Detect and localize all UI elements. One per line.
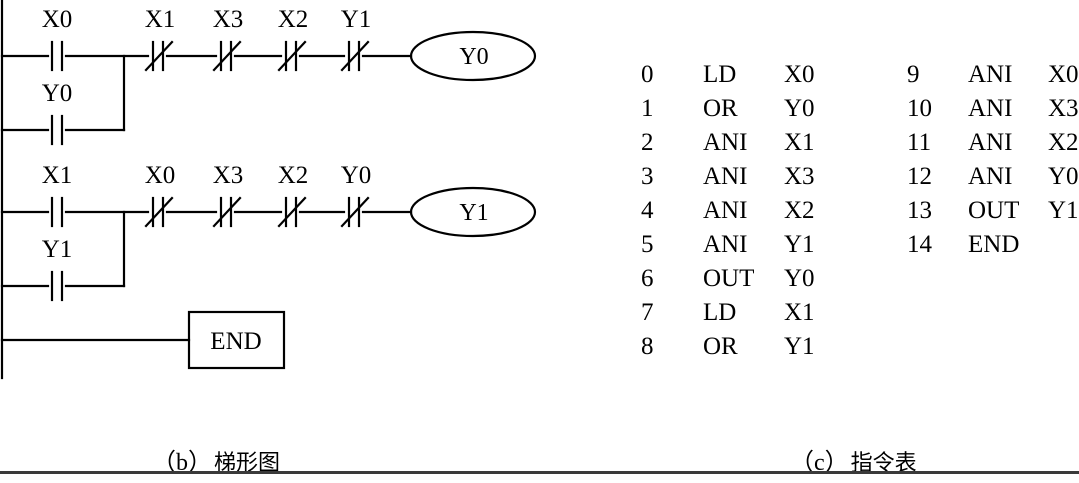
step: 1 [641, 95, 654, 122]
end-label: END [210, 328, 261, 355]
label-nc-x3: X3 [213, 162, 244, 189]
opcode: OUT [703, 265, 754, 292]
opcode: ANI [703, 231, 747, 258]
coil-y1 [409, 186, 537, 238]
no-contact-y0-parallel [50, 114, 64, 146]
opcode: END [968, 231, 1019, 258]
operand: Y0 [784, 265, 815, 292]
bottom-border [0, 471, 1079, 474]
label-y1: Y1 [42, 236, 73, 263]
opcode: ANI [968, 163, 1012, 190]
step: 6 [641, 265, 654, 292]
step: 14 [907, 231, 933, 258]
operand: X1 [784, 299, 815, 326]
step: 12 [907, 163, 932, 190]
rung-1 [0, 30, 537, 146]
nc-contact-x2 [277, 196, 307, 228]
nc-contact-x0 [144, 196, 174, 228]
coil-y0 [409, 30, 537, 82]
step: 3 [641, 163, 654, 190]
instruction-list-col1: 0 LD X0 1 OR Y0 2 ANI X1 3 ANI X3 4 ANI … [641, 61, 815, 360]
label-nc-x0: X0 [145, 162, 176, 189]
operand: X2 [1048, 129, 1079, 156]
opcode: ANI [703, 163, 747, 190]
operand: Y0 [1048, 163, 1079, 190]
step: 4 [641, 197, 654, 224]
operand: X0 [1048, 61, 1079, 88]
opcode: ANI [703, 129, 747, 156]
operand: X0 [784, 61, 815, 88]
opcode: OUT [968, 197, 1019, 224]
operand: Y1 [784, 231, 815, 258]
rung-2 [0, 186, 537, 302]
opcode: ANI [968, 61, 1012, 88]
nc-contact-x1 [144, 40, 174, 72]
no-contact-x1 [50, 196, 64, 228]
opcode: LD [703, 299, 736, 326]
coil-label-y0: Y0 [459, 44, 488, 70]
label-nc-x2: X2 [278, 162, 309, 189]
opcode: ANI [703, 197, 747, 224]
coil-label-y1: Y1 [459, 200, 488, 226]
nc-contact-y1 [340, 40, 370, 72]
opcode: LD [703, 61, 736, 88]
end-box [187, 310, 286, 370]
operand: X2 [784, 197, 815, 224]
no-contact-x0 [50, 40, 64, 72]
step: 7 [641, 299, 654, 326]
operand: X3 [784, 163, 815, 190]
rung-end [0, 310, 286, 370]
opcode: OR [703, 95, 738, 122]
label-nc-y1: Y1 [341, 6, 372, 33]
step: 0 [641, 61, 654, 88]
operand: Y1 [1048, 197, 1079, 224]
nc-contact-x3 [212, 40, 242, 72]
step: 2 [641, 129, 654, 156]
step: 5 [641, 231, 654, 258]
opcode: ANI [968, 129, 1012, 156]
label-nc-x1: X1 [145, 6, 176, 33]
operand: X3 [1048, 95, 1079, 122]
label-x0: X0 [42, 6, 73, 33]
label-nc-y0: Y0 [341, 162, 372, 189]
instruction-list-col2: 9 ANI X0 10 ANI X3 11 ANI X2 12 ANI Y0 1… [907, 61, 1079, 258]
operand: X1 [784, 129, 815, 156]
step: 10 [907, 95, 932, 122]
nc-contact-x3 [212, 196, 242, 228]
label-nc-x3: X3 [213, 6, 244, 33]
label-x1: X1 [42, 162, 73, 189]
label-y0: Y0 [42, 80, 73, 107]
nc-contact-x2 [277, 40, 307, 72]
step: 11 [907, 129, 931, 156]
opcode: ANI [968, 95, 1012, 122]
step: 9 [907, 61, 920, 88]
operand: Y1 [784, 333, 815, 360]
step: 13 [907, 197, 932, 224]
step: 8 [641, 333, 654, 360]
opcode: OR [703, 333, 738, 360]
label-nc-x2: X2 [278, 6, 309, 33]
no-contact-y1-parallel [50, 270, 64, 302]
operand: Y0 [784, 95, 815, 122]
nc-contact-y0 [340, 196, 370, 228]
